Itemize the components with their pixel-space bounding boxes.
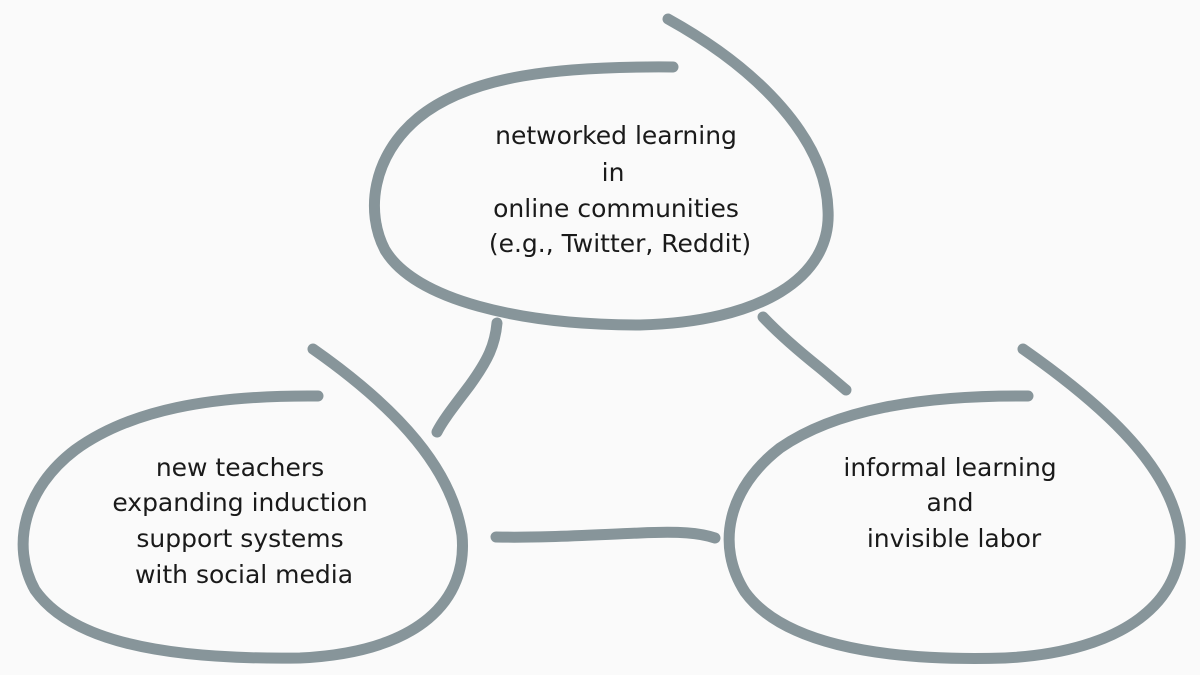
node-left-line-1: new teachers [156,453,324,482]
node-right-loop [723,343,1186,664]
node-top: networked learning in online communities… [369,13,834,331]
node-left-label: new teachers expanding induction support… [112,453,375,589]
node-left-line-2: expanding induction [112,488,367,517]
node-top-line-3: online communities [493,194,739,223]
node-top-label: networked learning in online communities… [489,121,751,258]
node-left: new teachers expanding induction support… [17,343,468,664]
node-top-line-1: networked learning [495,121,737,150]
node-left-line-3: support systems [136,524,343,553]
node-right-line-2: and [927,488,974,517]
node-right-line-1: informal learning [843,453,1056,482]
node-top-line-4: (e.g., Twitter, Reddit) [489,229,751,258]
node-right: informal learning and invisible labor [723,343,1186,664]
node-right-line-3: invisible labor [867,524,1042,553]
connector-top-right [757,311,852,396]
connector-top-left [431,317,503,438]
connector-left-right [490,526,721,544]
node-left-line-4: with social media [135,560,353,589]
node-top-loop [369,13,834,331]
node-left-loop [17,343,468,664]
node-right-label: informal learning and invisible labor [843,453,1064,553]
node-top-line-2: in [602,158,625,187]
